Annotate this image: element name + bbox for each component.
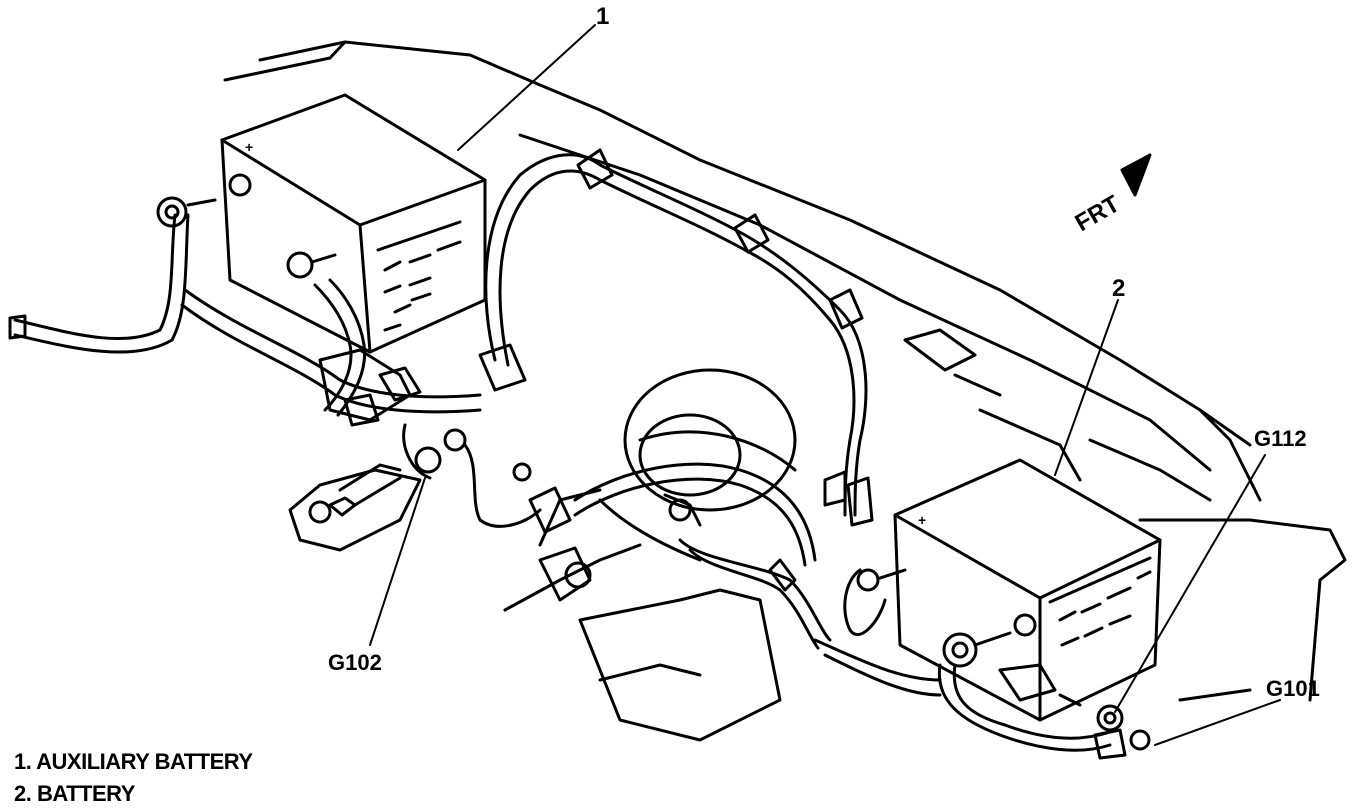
legend-item-auxiliary-battery: 1. AUXILIARY BATTERY <box>14 749 253 774</box>
callout-g101: G101 <box>1266 676 1320 701</box>
callout-leaders <box>369 24 1281 746</box>
callout-auxiliary-battery: 1 <box>596 3 609 30</box>
callout-g102: G102 <box>328 650 382 675</box>
battery: + <box>893 458 1162 722</box>
g102-ground-bracket <box>288 468 422 552</box>
callout-g112: G112 <box>1254 426 1307 451</box>
starter-motor <box>598 368 797 562</box>
front-direction-label: FRT <box>1071 190 1125 237</box>
front-direction-arrow-icon <box>1120 153 1152 197</box>
svg-text:+: + <box>918 512 926 528</box>
callout-battery: 2 <box>1112 275 1125 302</box>
cable-harness <box>478 148 874 527</box>
battery-cables <box>813 568 1151 760</box>
engine-block <box>503 462 832 742</box>
legend-item-battery: 2. BATTERY <box>14 781 135 806</box>
aux-battery-cables <box>8 173 542 528</box>
svg-text:+: + <box>245 139 253 155</box>
legend: 1. AUXILIARY BATTERY 2. BATTERY <box>14 746 253 810</box>
